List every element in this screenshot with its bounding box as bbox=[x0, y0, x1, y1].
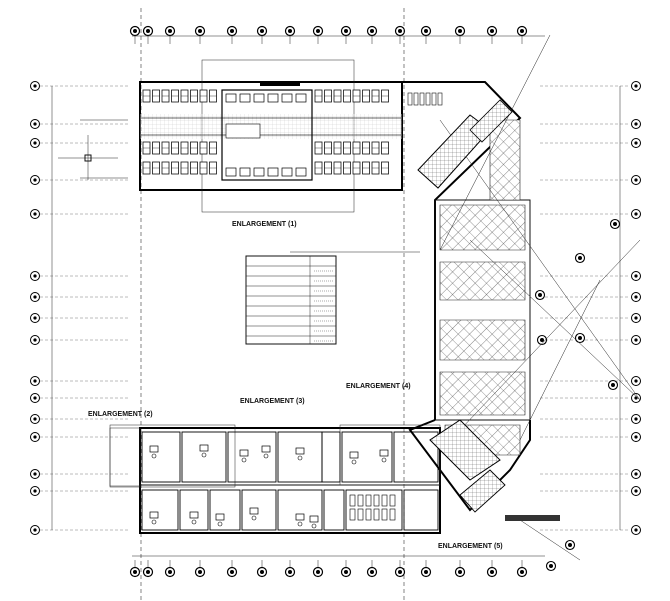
diagonal-guides bbox=[439, 34, 641, 561]
bottom-wing-rooms bbox=[141, 419, 560, 531]
dimension-lines bbox=[51, 35, 621, 557]
enlargement-3-label: ENLARGEMENT (3) bbox=[240, 398, 305, 405]
column-grid-top bbox=[129, 8, 528, 600]
legend-table bbox=[245, 251, 420, 345]
reference-marker bbox=[58, 135, 118, 180]
enlargement-1-label: ENLARGEMENT (1) bbox=[232, 221, 297, 228]
enlargement-2-label: ENLARGEMENT (2) bbox=[88, 411, 153, 418]
enlargement-4-label: ENLARGEMENT (4) bbox=[346, 383, 411, 390]
row-grid-right bbox=[534, 81, 641, 572]
column-grid-bottom bbox=[129, 560, 528, 578]
enlargement-5-label: ENLARGEMENT (5) bbox=[438, 543, 503, 550]
top-wing-rooms bbox=[140, 82, 513, 189]
row-grid-left bbox=[30, 81, 130, 535]
